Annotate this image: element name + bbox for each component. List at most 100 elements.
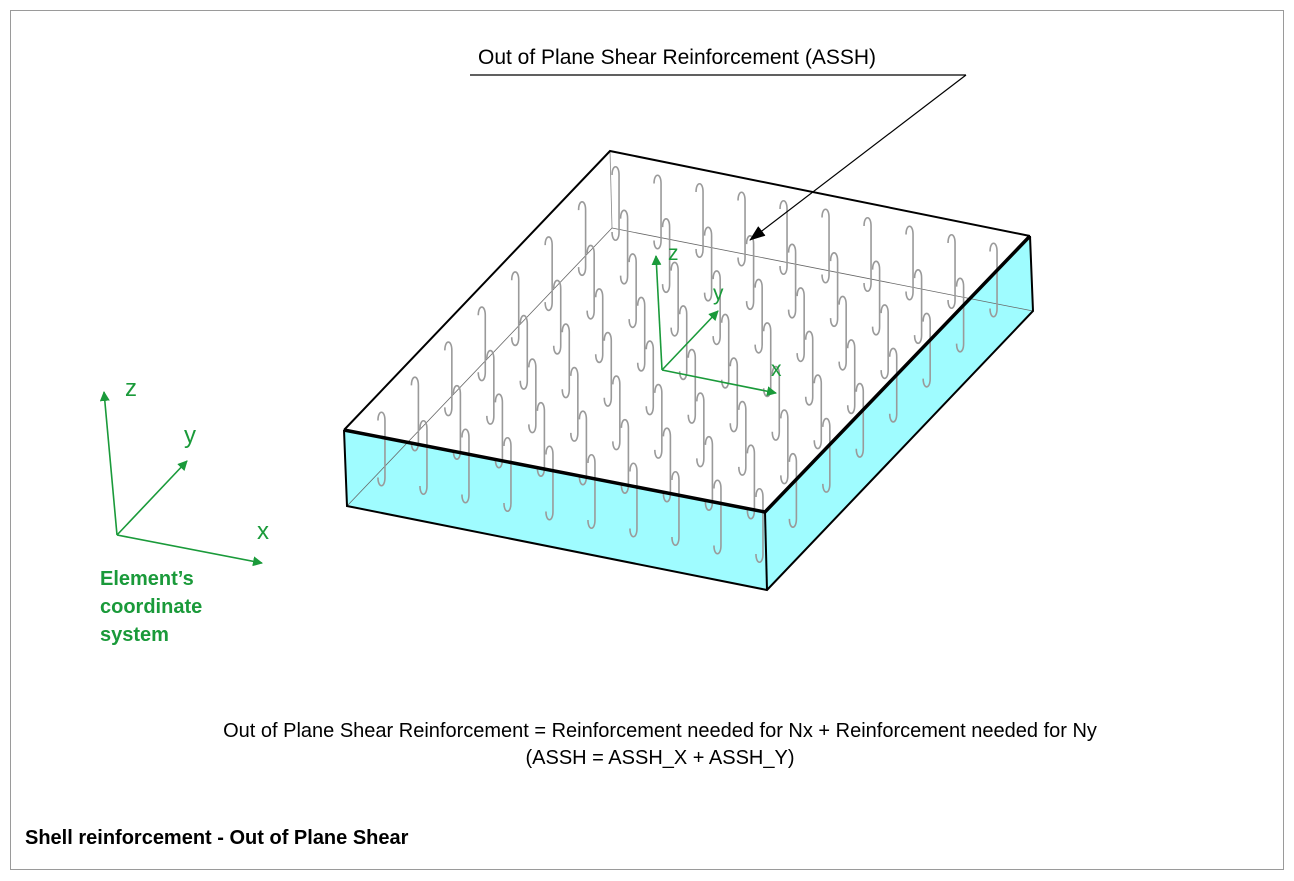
stirrup	[503, 436, 512, 513]
stirrup	[745, 235, 755, 311]
stirrup	[670, 261, 679, 337]
slab-top-edge	[343, 149, 1031, 431]
stirrup	[780, 409, 789, 485]
stirrup	[678, 305, 688, 381]
stirrup	[729, 357, 739, 433]
stirrup	[713, 479, 722, 555]
local-axes	[651, 255, 777, 397]
callout-label: Out of Plane Shear Reinforcement (ASSH)	[478, 46, 877, 69]
stirrup	[587, 453, 596, 530]
stirrup	[704, 435, 714, 511]
hidden-edge	[346, 227, 613, 507]
stirrup	[611, 165, 620, 242]
stirrup	[788, 452, 798, 528]
figure-caption: Shell reinforcement - Out of Plane Shear	[25, 827, 409, 849]
global-y-axis	[116, 460, 188, 536]
stirrup	[536, 401, 546, 477]
formula-text: Out of Plane Shear Reinforcement = Reinf…	[0, 718, 1294, 772]
stirrup	[586, 244, 595, 320]
global-axes	[99, 391, 263, 567]
formula-line-1: Out of Plane Shear Reinforcement = Reinf…	[223, 720, 1097, 742]
stirrup	[687, 348, 697, 424]
stirrup	[712, 270, 721, 346]
stirrup	[486, 349, 495, 425]
stirrup	[461, 428, 470, 504]
stirrup	[871, 260, 881, 336]
stirrup	[570, 366, 579, 442]
stirrup	[654, 383, 663, 459]
stirrup	[855, 382, 865, 458]
stirrup	[822, 417, 831, 493]
stirrup	[755, 487, 764, 564]
stirrup	[703, 226, 713, 302]
stirrup	[619, 209, 629, 285]
local-x-label: x	[771, 358, 782, 381]
callout-arrow	[749, 74, 967, 241]
shear-stirrups	[377, 165, 998, 564]
stirrup	[671, 470, 680, 547]
local-y-axis	[661, 310, 719, 371]
stirrup	[754, 278, 763, 354]
stirrup	[377, 411, 386, 487]
stirrup	[829, 252, 839, 328]
stirrup	[762, 322, 772, 398]
stirrup	[846, 339, 856, 415]
coord-label-line: system	[100, 624, 169, 646]
stirrup	[947, 233, 956, 310]
stirrup	[913, 269, 923, 345]
stirrup	[510, 271, 520, 347]
local-x-axis	[661, 369, 777, 397]
formula-line-2: (ASSH = ASSH_X + ASSH_Y)	[525, 747, 795, 769]
stirrup	[528, 358, 537, 434]
stirrup	[419, 419, 428, 496]
stirrup	[779, 199, 788, 276]
stirrup	[720, 313, 730, 389]
stirrup	[444, 341, 453, 417]
stirrup	[955, 277, 965, 353]
stirrup	[477, 306, 487, 382]
stirrup	[645, 340, 655, 416]
stirrup	[662, 427, 672, 503]
stirrup	[629, 462, 638, 538]
local-z-axis	[651, 255, 663, 371]
hidden-edge	[609, 150, 613, 229]
stirrup	[922, 312, 931, 388]
stirrup	[620, 418, 630, 494]
stirrup	[880, 304, 889, 380]
stirrup	[738, 400, 747, 476]
stirrup	[888, 347, 898, 423]
stirrup	[544, 236, 553, 312]
stirrup	[628, 253, 637, 329]
stirrup	[863, 216, 872, 293]
local-y-label: y	[713, 282, 724, 305]
stirrup	[695, 182, 704, 259]
stirrup	[813, 374, 823, 450]
stirrup	[787, 243, 797, 319]
local-z-label: z	[668, 242, 679, 265]
stirrup	[804, 330, 814, 406]
coord-label-line: Element’s	[100, 568, 194, 590]
stirrup	[821, 208, 830, 284]
stirrup	[989, 242, 998, 318]
stirrup	[561, 323, 571, 399]
stirrup	[612, 375, 621, 451]
stirrup	[737, 191, 746, 267]
stirrup	[796, 287, 805, 363]
stirrup	[577, 201, 587, 277]
stirrup	[519, 314, 529, 390]
global-x-axis	[116, 534, 263, 567]
global-z-axis	[99, 391, 118, 536]
coord-label-line: coordinate	[100, 596, 203, 618]
slab-front-face	[344, 430, 767, 590]
stirrup	[838, 295, 847, 371]
stirrup	[603, 331, 613, 407]
stirrup	[905, 225, 914, 301]
diagram-frame	[10, 10, 1284, 870]
coordinate-system-label: Element’s coordinate system	[100, 565, 202, 649]
stirrup	[636, 296, 646, 372]
stirrup	[410, 376, 420, 452]
stirrup	[578, 410, 588, 486]
stirrup	[452, 384, 462, 460]
stirrup	[653, 174, 662, 250]
